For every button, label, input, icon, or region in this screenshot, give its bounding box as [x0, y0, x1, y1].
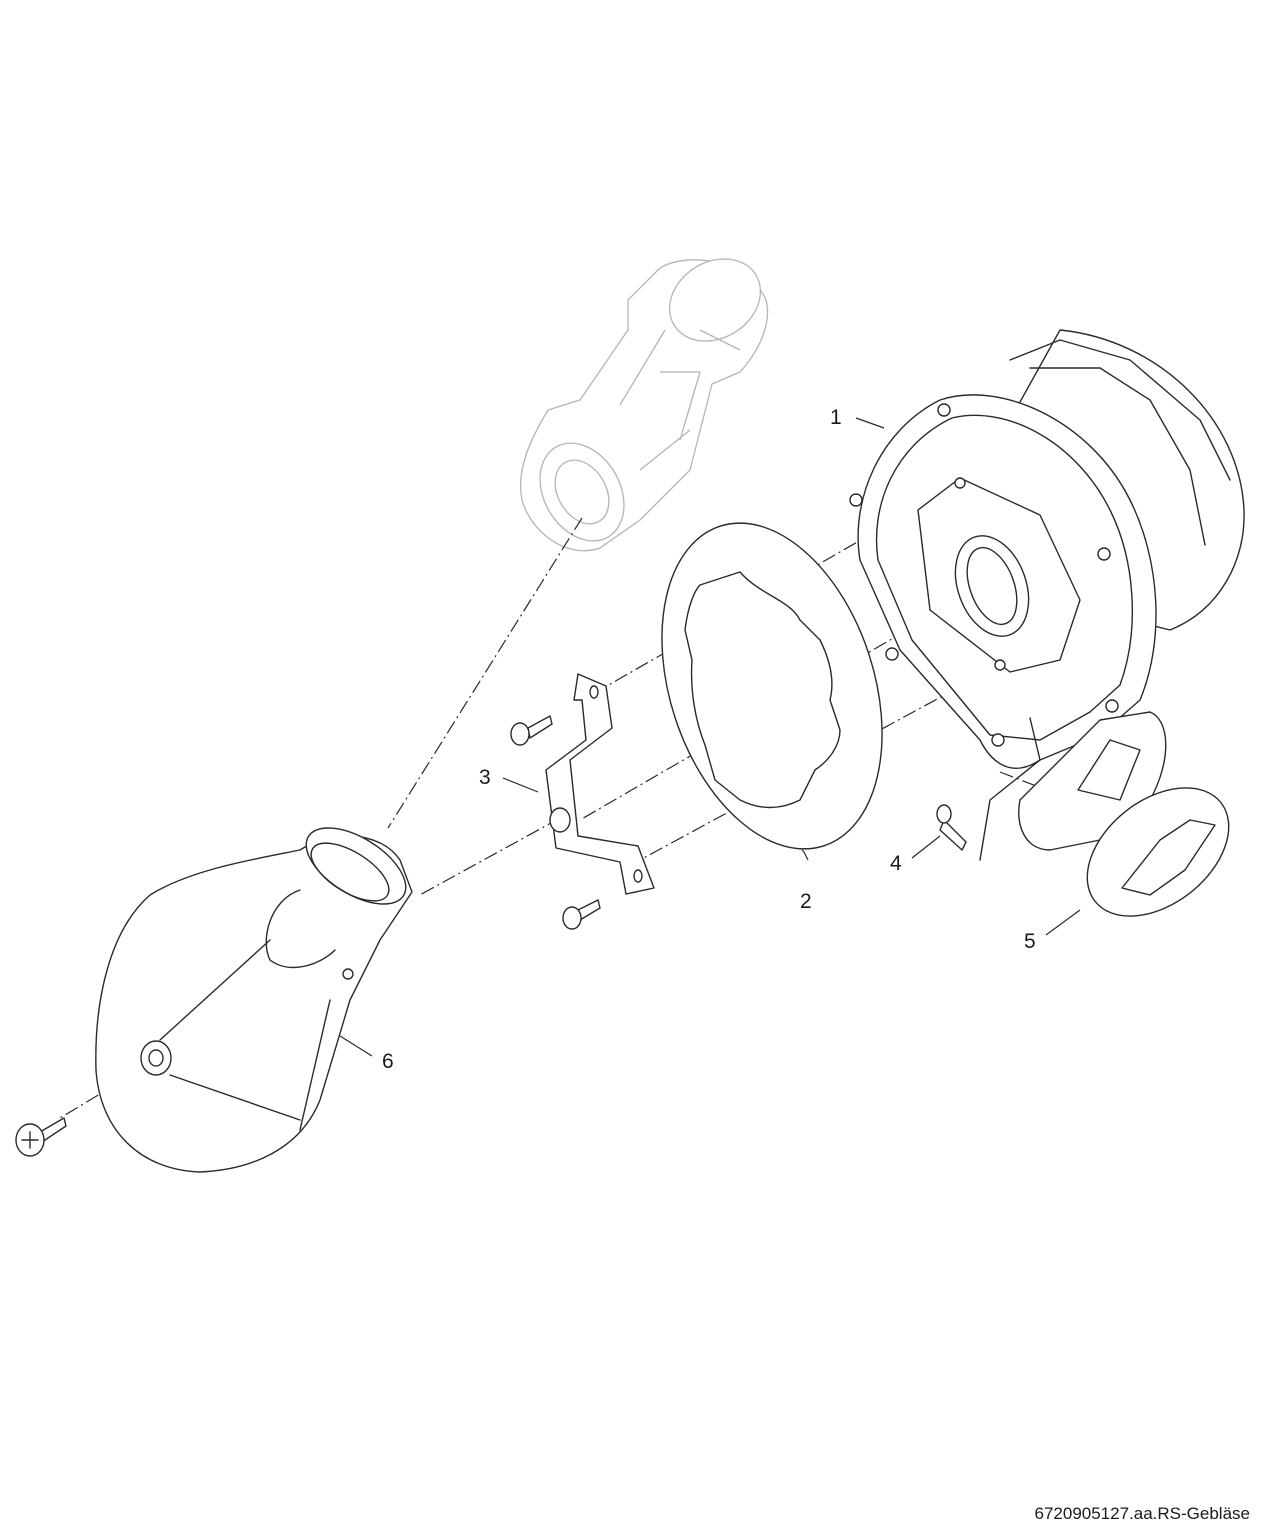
callout-1: 1 [830, 406, 842, 429]
flange-gasket [1086, 787, 1230, 917]
fan-housing [849, 329, 1245, 861]
hood-screw [15, 1117, 67, 1157]
callout-6: 6 [382, 1050, 394, 1073]
screw [936, 804, 967, 851]
bracket [545, 673, 655, 895]
callout-4: 4 [890, 852, 902, 875]
bracket-screw-lower [562, 899, 601, 930]
callout-2: 2 [800, 890, 812, 913]
drawing-reference: 6720905127.aa.RS-Gebläse [1034, 1504, 1251, 1523]
ghost-venturi-tube [520, 258, 769, 552]
leader-lines [339, 417, 1081, 1057]
callout-5: 5 [1024, 930, 1036, 953]
gasket [661, 522, 883, 850]
callout-3: 3 [479, 766, 491, 789]
bracket-screw-upper [510, 715, 553, 746]
intake-hood [95, 827, 413, 1173]
